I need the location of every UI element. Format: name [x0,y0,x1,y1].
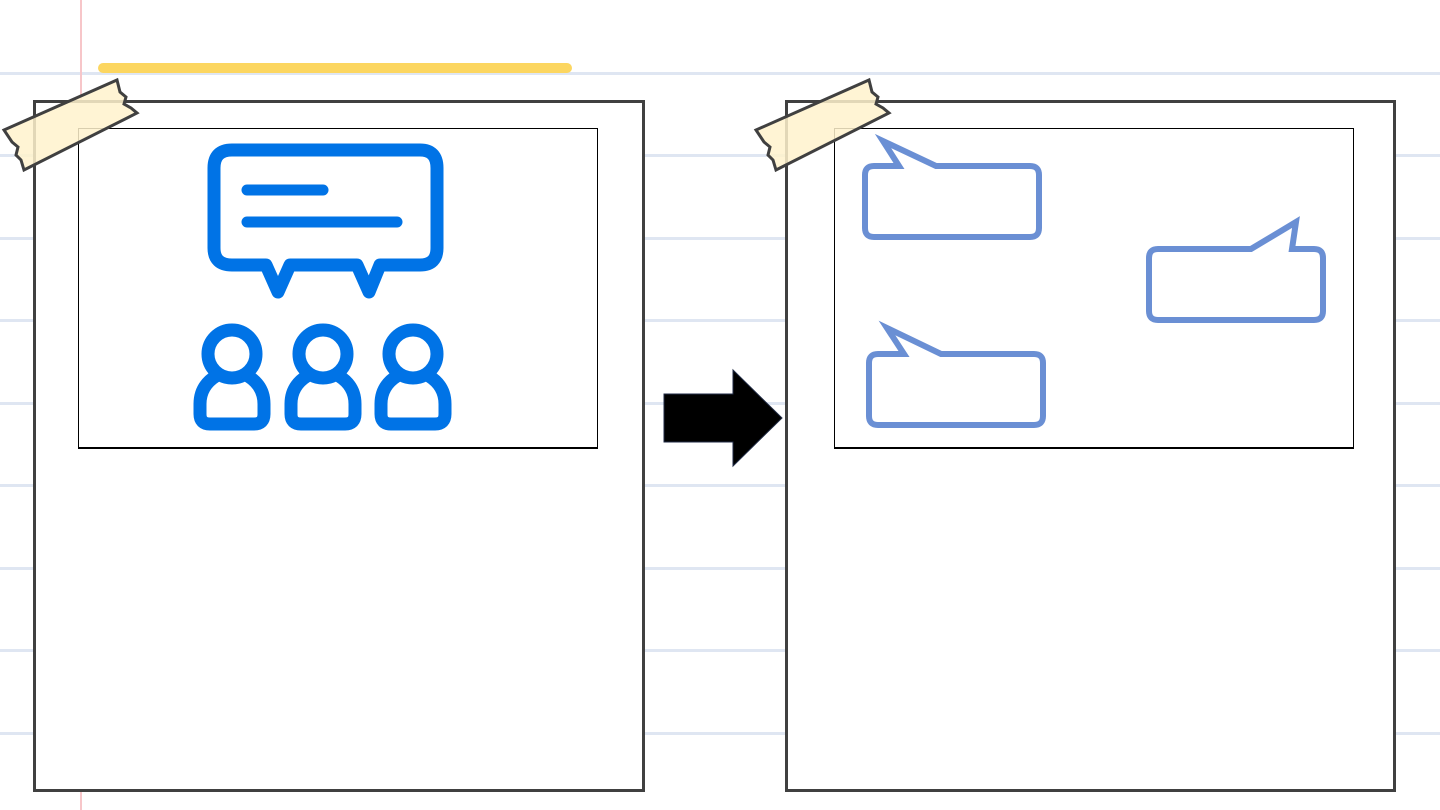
speech-bubble-icon [1146,216,1326,323]
title-highlight-bar [98,63,572,73]
person-icon [193,323,271,431]
right-arrow-icon [663,368,783,468]
speech-bubbles [862,133,1326,428]
person-icon [374,323,452,431]
tape-icon [753,77,892,173]
person-icon [284,323,362,431]
ruled-line [0,237,1440,240]
speech-bubble-icon [866,320,1046,428]
speech-bubble-icon [862,133,1042,240]
ruled-line [0,567,1440,570]
left-image-box [78,128,598,449]
ruled-line [0,732,1440,735]
ruled-line [0,72,1440,75]
ruled-line [0,154,1440,157]
ruled-line [0,319,1440,322]
group-chat-icon [193,143,452,431]
ruled-line [0,649,1440,652]
ruled-line [0,484,1440,487]
tape-icon [1,77,140,173]
